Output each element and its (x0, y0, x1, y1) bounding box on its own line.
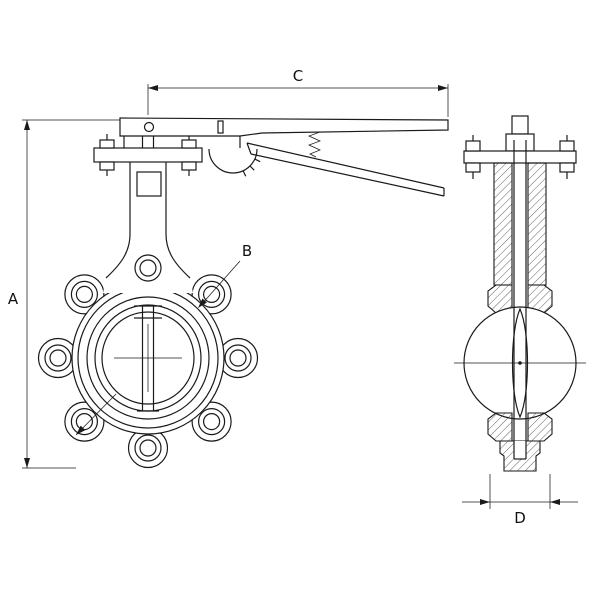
neck-section (493, 162, 547, 286)
stud-bolt (465, 135, 481, 179)
arrowhead (198, 298, 207, 308)
dimension-a-label: A (8, 290, 19, 308)
bolt-hole (134, 434, 162, 462)
center-dot (518, 361, 522, 365)
centerline (454, 361, 586, 365)
arrowhead (76, 425, 86, 435)
bottom-cap-section (499, 440, 541, 472)
bolt-hole (224, 344, 252, 372)
arrowhead (148, 85, 158, 91)
dimension-b-label: B (242, 242, 252, 260)
lever-handle (119, 117, 449, 137)
valve-neck (103, 162, 193, 293)
bolt-hole (70, 408, 99, 436)
dimension-c: C (147, 67, 449, 117)
dimension-b: B (198, 242, 252, 308)
arrowhead (24, 458, 30, 468)
stud-bolt (99, 134, 115, 176)
arrowhead (480, 499, 490, 505)
handle-assembly (119, 117, 449, 197)
seat-arrow (75, 393, 117, 436)
neck-window (136, 171, 162, 197)
latch-teeth (242, 158, 261, 177)
dimension-d: D (462, 474, 578, 527)
mounting-plate-front (93, 134, 203, 176)
side-view (454, 115, 586, 472)
latch-quadrant (208, 148, 258, 174)
trigger-lever (246, 142, 445, 197)
front-view (37, 117, 449, 469)
dimension-d-label: D (514, 509, 526, 527)
stem-top-cap (505, 115, 535, 152)
bolt-hole (70, 280, 99, 308)
arrowhead (24, 120, 30, 130)
dimension-c-label: C (293, 67, 303, 85)
arrowhead (438, 85, 448, 91)
arrowhead (550, 499, 560, 505)
stem-side (513, 140, 527, 459)
disc-front (101, 311, 195, 405)
stem-pivot (143, 121, 155, 133)
mounting-plate-side (463, 135, 577, 179)
lever-pin (217, 120, 224, 134)
bolt-hole (198, 408, 226, 436)
bolt-hole (134, 254, 162, 282)
stem-front (114, 305, 182, 412)
dimension-a: A (8, 119, 121, 469)
bolt-hole (44, 344, 72, 372)
stud-bolt (559, 135, 575, 179)
upper-seat-section (487, 284, 553, 314)
